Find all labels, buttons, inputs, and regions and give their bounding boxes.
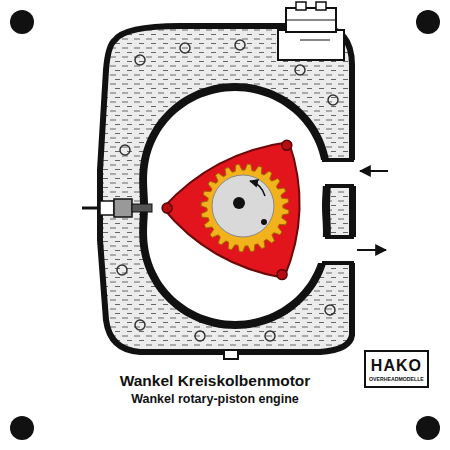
logo-box: HAKOOVERHEADMODELLE (364, 350, 429, 388)
logo-subtext: OVERHEADMODELLE (369, 376, 424, 383)
rotation-arrow (250, 181, 265, 196)
intake-port (300, 160, 358, 186)
rotor-chamber (147, 91, 323, 321)
distributor (278, 2, 344, 60)
corner-dot (416, 416, 440, 440)
bolt-holes (117, 40, 338, 341)
title: Wankel Kreiskolbenmotor (120, 372, 311, 390)
drain-plug (224, 350, 238, 359)
stationary-gear (212, 175, 274, 237)
apex-seal (282, 140, 292, 150)
exhaust-port (300, 237, 358, 263)
corner-dot (416, 10, 440, 34)
internal-gear (201, 164, 289, 252)
intake-arrow (360, 170, 388, 172)
apex-seals (162, 140, 292, 279)
port-edges (322, 160, 354, 263)
rotor (163, 142, 300, 278)
eccentric-shaft (233, 197, 245, 209)
shaft-dot (261, 219, 267, 225)
housing (100, 26, 352, 352)
caption: Wankel rotary-piston engine (131, 392, 299, 406)
spark-plug (82, 199, 152, 217)
chamber-wall (145, 89, 325, 323)
apex-seal (277, 270, 287, 280)
corner-dot (10, 10, 34, 34)
exhaust-arrow (357, 249, 386, 251)
apex-seal (162, 203, 172, 213)
corner-dot (10, 416, 34, 440)
logo-text: HAKO (369, 356, 424, 376)
